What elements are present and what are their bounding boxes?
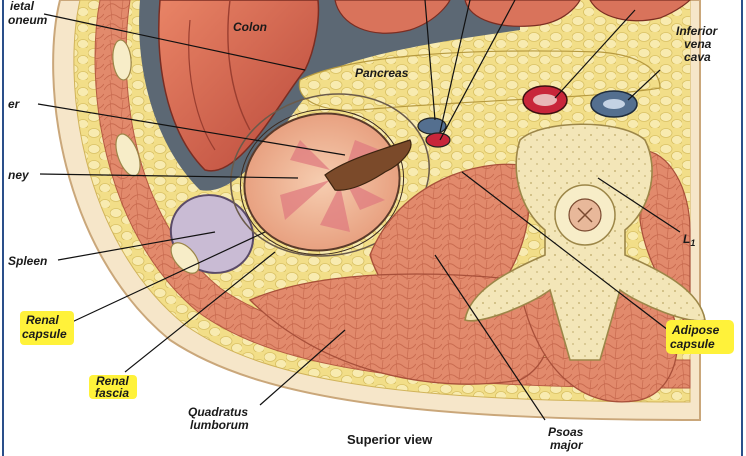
label-pancreas: Pancreas: [355, 66, 409, 80]
label-ivc-3: cava: [684, 50, 711, 64]
label-quadratus-2: lumborum: [190, 418, 249, 432]
label-psoas-1: Psoas: [548, 425, 584, 439]
label-parietal-peritoneum-1: ietal: [10, 0, 35, 13]
label-colon: Colon: [233, 20, 267, 34]
figure-caption: Superior view: [347, 432, 433, 447]
label-ureter: er: [8, 97, 21, 111]
label-ivc-1: Inferior: [676, 24, 719, 38]
label-kidney: ney: [8, 168, 30, 182]
label-spleen: Spleen: [8, 254, 47, 268]
label-parietal-peritoneum-2: oneum: [8, 13, 48, 27]
label-renal-capsule-1: Renal: [26, 313, 59, 327]
label-psoas-2: major: [550, 438, 584, 452]
label-adipose-2: capsule: [670, 337, 715, 351]
label-adipose-1: Adipose: [671, 323, 720, 337]
label-ivc-2: vena: [684, 37, 712, 51]
label-quadratus-1: Quadratus: [188, 405, 248, 419]
label-renal-fascia-2: fascia: [95, 386, 129, 400]
renal-artery: [426, 133, 450, 147]
label-renal-capsule-2: capsule: [22, 327, 67, 341]
